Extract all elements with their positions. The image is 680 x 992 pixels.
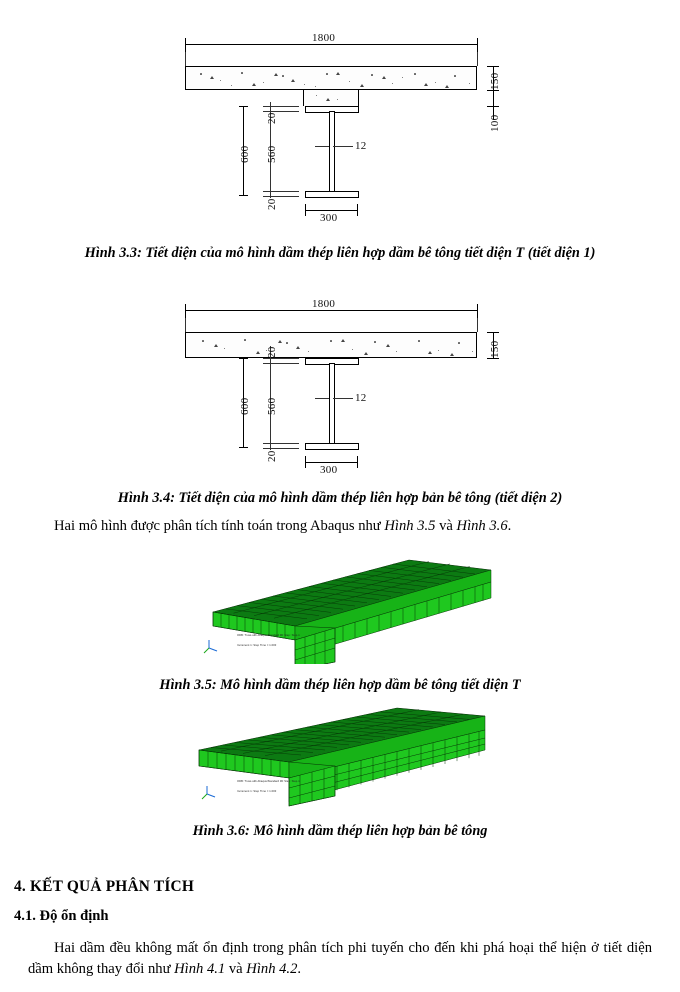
dim-tick-150-top-b (487, 332, 499, 333)
dim-tick-300-l2 (305, 456, 306, 468)
abaqus-status-line-4: Increment 1: Step Time = 1.000 (237, 790, 277, 793)
figure-3-5-caption: Hình 3.5: Mô hình dầm thép liên hợp dầm … (159, 677, 521, 693)
ref-hinh-3-5: Hình 3.5 (384, 518, 436, 534)
steel-web (329, 111, 335, 193)
fig-3-3-drawing: 1800 (175, 28, 505, 228)
dim-line-12 (315, 146, 329, 147)
fig-3-4-drawing: 1800 (175, 298, 505, 480)
dim-label-total-depth: 600 (239, 145, 251, 163)
ext-20-bot-a (263, 191, 299, 192)
ext-20-top-a (263, 106, 299, 107)
ext-20-top-b (263, 111, 299, 112)
figure-3-3-caption: Hình 3.3: Tiết diện của mô hình dầm thép… (84, 245, 596, 261)
dim-line-12b (333, 146, 353, 147)
axis-triad-icon-2 (201, 786, 216, 800)
dim-tick-600-t2 (239, 358, 248, 359)
para-stability-t1: Hai dầm đều không mất ổn định trong phân… (28, 940, 652, 977)
abaqus-status-line-2: Increment 1: Step Time = 1.000 (237, 644, 277, 647)
ext-20-top-a2 (263, 358, 299, 359)
dim-tick-150-bot-b (487, 358, 499, 359)
ext-line-left (185, 52, 186, 66)
dim-label-web-depth: 560 (266, 145, 278, 163)
dim-label-slab-thickness: 150 (489, 72, 501, 90)
dim-label-web-depth-2: 560 (266, 397, 278, 415)
ref-hinh-4-2: Hình 4.2 (246, 961, 298, 977)
figure-3-6-caption: Hình 3.6: Mô hình dầm thép liên hợp bản … (192, 823, 488, 839)
para-abaqus-t1: Hai mô hình được phân tích tính toán tro… (54, 518, 385, 534)
dim-label-total-depth-2: 600 (239, 397, 251, 415)
concrete-rib (303, 90, 359, 106)
dim-tick-left-b (185, 304, 186, 318)
fem-mesh-svg-t (203, 559, 492, 664)
dim-label-flange-width-2: 300 (320, 464, 338, 476)
dim-line-100 (493, 90, 494, 120)
figure-3-4: 1800 (0, 298, 680, 480)
dim-tick-right (477, 38, 478, 52)
dim-label-web-thickness-2: 12 (355, 392, 367, 404)
ext-20-bot-a2 (263, 443, 299, 444)
ext-line-right (477, 52, 478, 66)
heading-results: 4. KẾT QUẢ PHÂN TÍCH (14, 878, 195, 895)
dim-tick-300-l (305, 204, 306, 216)
dim-label-slab-thickness-2: 150 (489, 340, 501, 358)
dim-label-flange-bottom: 20 (266, 198, 278, 210)
dim-line-150 (493, 66, 494, 90)
ext-line-left-b (185, 318, 186, 332)
figure-3-4-caption: Hình 3.4: Tiết diện của mô hình dầm thép… (117, 490, 563, 506)
concrete-slab (185, 66, 477, 90)
dim-label-flange-width: 300 (320, 212, 338, 224)
dim-line-12-2b (333, 398, 353, 399)
dim-line-300-2 (305, 462, 357, 463)
ext-20-bot-b (263, 196, 299, 197)
dim-line-1800-b (185, 310, 477, 311)
dim-line-12-2 (315, 398, 329, 399)
ext-20-bot-b2 (263, 448, 299, 449)
dim-label-flange-top: 20 (266, 112, 278, 124)
axis-triad-icon (203, 640, 218, 654)
ref-hinh-4-1: Hình 4.1 (174, 961, 226, 977)
dim-tick-600-b (239, 195, 248, 196)
ext-line-right-b (477, 318, 478, 332)
dim-tick-right-b (477, 304, 478, 318)
abaqus-status-line-1: ODB: Truss.odb Abaqus/Standard 3D Step: … (237, 634, 300, 637)
dim-tick-300-r2 (357, 456, 358, 468)
dim-line-600-2 (243, 358, 244, 448)
dim-tick-left (185, 38, 186, 52)
para-abaqus-t3: . (507, 518, 512, 534)
dim-label-web-thickness: 12 (355, 140, 367, 152)
ext-20-top-b2 (263, 363, 299, 364)
figure-3-5-model: ODB: Truss.odb Abaqus/Standard 3D Step: … (195, 552, 495, 664)
dim-tick-600-b2 (239, 447, 248, 448)
dim-label-slab-width: 1800 (312, 32, 336, 44)
ref-hinh-3-6: Hình 3.6 (456, 518, 508, 534)
para-abaqus-t2: và (435, 518, 457, 534)
dim-tick-100 (487, 106, 499, 107)
abaqus-status-line-3: ODB: Truss.odb Abaqus/Standard 3D Step: … (237, 780, 300, 783)
dim-label-rib-depth: 100 (489, 114, 501, 132)
dim-line-1800 (185, 44, 477, 45)
paragraph-stability: Hai dầm đều không mất ổn định trong phân… (28, 938, 652, 980)
paragraph-abaqus: Hai mô hình được phân tích tính toán tro… (28, 516, 652, 537)
figure-3-6-model: ODB: Truss.odb Abaqus/Standard 3D Step: … (185, 702, 495, 814)
dim-tick-150-top (487, 66, 499, 67)
steel-web-2 (329, 363, 335, 445)
dim-tick-300-r (357, 204, 358, 216)
dim-label-flange-bottom-2: 20 (266, 450, 278, 462)
steel-bottom-flange-2 (305, 443, 359, 450)
dim-label-flange-top-2: 20 (266, 346, 278, 358)
heading-stability: 4.1. Độ ổn định (14, 908, 109, 924)
para-stability-t2: và (225, 961, 247, 977)
concrete-slab-flat (185, 332, 477, 358)
dim-line-300 (305, 210, 357, 211)
dim-line-150-b (493, 332, 494, 358)
dim-tick-600-t (239, 106, 248, 107)
dim-chain-line-2 (270, 346, 271, 450)
para-stability-t3: . (297, 961, 302, 977)
dim-label-slab-width-2: 1800 (312, 298, 336, 310)
dim-chain-line (270, 102, 271, 198)
figure-3-3: 1800 (0, 28, 680, 228)
fem-mesh-svg-flat (198, 707, 486, 807)
dim-line-600 (243, 106, 244, 196)
steel-bottom-flange (305, 191, 359, 198)
